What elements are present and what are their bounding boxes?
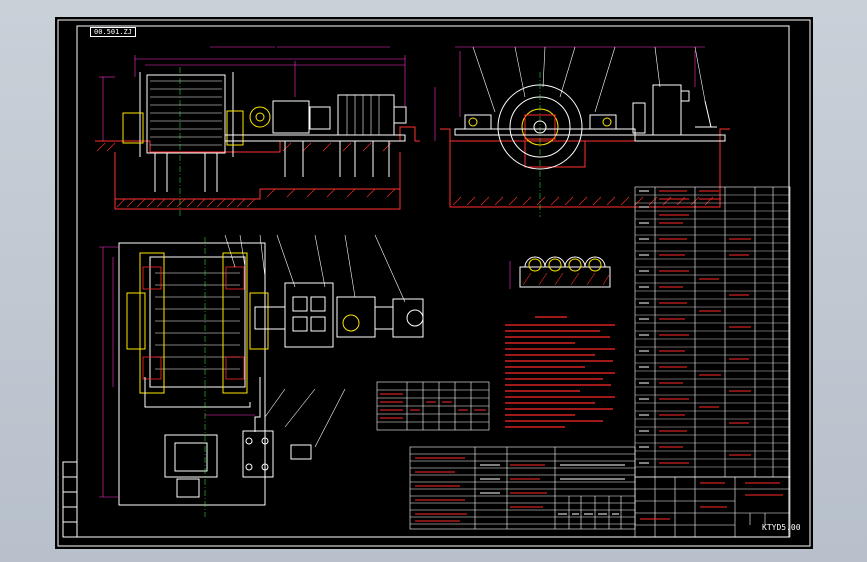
outer-frame [57, 19, 811, 547]
side-title-strip [62, 461, 78, 538]
title-block [634, 476, 791, 538]
parameter-table [409, 446, 636, 530]
parts-list-qty [639, 190, 649, 464]
parts-list-rows [635, 194, 790, 468]
cad-drawing [57, 19, 811, 547]
technical-requirements [505, 316, 615, 428]
inner-frame [76, 25, 790, 538]
title-block-text [640, 482, 783, 520]
front-elevation-view [95, 46, 420, 217]
parts-list-table [634, 186, 791, 478]
parameter-table-values [480, 464, 625, 515]
rope-groove-detail [509, 256, 611, 289]
side-elevation-view [434, 46, 730, 217]
parameter-table-text [415, 457, 547, 522]
plan-view [99, 234, 424, 517]
drawing-sheet: 00.501.ZJ KTYD5.00 [55, 17, 813, 549]
drawing-number-box: 00.501.ZJ [90, 27, 136, 37]
spec-table-small-text [380, 393, 486, 419]
spec-table-small [376, 381, 490, 431]
drawing-code: KTYD5.00 [762, 523, 801, 532]
parts-list-text [659, 190, 751, 464]
